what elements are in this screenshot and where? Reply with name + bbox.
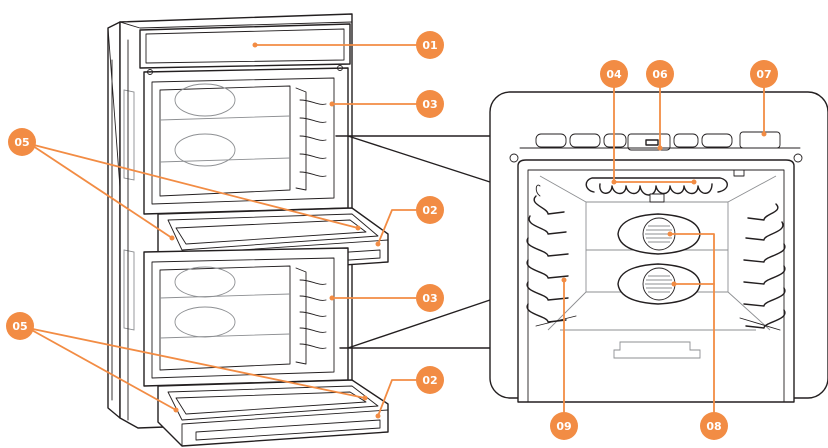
callout-04: 04 bbox=[600, 60, 628, 88]
callout-08-label: 08 bbox=[706, 420, 721, 433]
callout-09: 09 bbox=[550, 412, 578, 440]
callout-04-label: 04 bbox=[606, 68, 622, 81]
callout-06: 06 bbox=[646, 60, 674, 88]
callout-03-lower-label: 03 bbox=[422, 292, 437, 305]
leader-lines bbox=[27, 42, 767, 419]
callout-05-upper: 05 bbox=[8, 128, 36, 156]
upper-oven-cavity bbox=[143, 65, 349, 215]
callout-03-lower: 03 bbox=[416, 284, 444, 312]
callout-07-label: 07 bbox=[756, 68, 771, 81]
double-wall-oven bbox=[107, 13, 389, 447]
callout-05-lower: 05 bbox=[6, 312, 34, 340]
lower-oven-cavity bbox=[143, 247, 349, 387]
callout-02-upper: 02 bbox=[416, 196, 444, 224]
callout-05-lower-label: 05 bbox=[12, 320, 27, 333]
control-panel bbox=[139, 23, 351, 69]
detail-control-strip bbox=[509, 131, 803, 163]
zoom-connector bbox=[335, 135, 491, 349]
rack-ladder-right bbox=[733, 169, 786, 331]
lower-oven-door bbox=[157, 379, 389, 447]
callout-03-upper: 03 bbox=[416, 90, 444, 118]
callout-01-label: 01 bbox=[422, 39, 437, 52]
callout-07: 07 bbox=[750, 60, 778, 88]
callout-08: 08 bbox=[700, 412, 728, 440]
rack-ladder-left bbox=[526, 184, 577, 327]
convection-fan-upper bbox=[617, 213, 701, 255]
callout-02-lower-label: 02 bbox=[422, 374, 437, 387]
oven-cavity-detail bbox=[489, 91, 828, 403]
callout-05-upper-label: 05 bbox=[14, 136, 29, 149]
callout-01: 01 bbox=[416, 31, 444, 59]
callout-03-upper-label: 03 bbox=[422, 98, 437, 111]
callout-02-lower: 02 bbox=[416, 366, 444, 394]
callout-06-label: 06 bbox=[652, 68, 668, 81]
callout-02-upper-label: 02 bbox=[422, 204, 437, 217]
convection-fan-lower bbox=[617, 263, 701, 305]
callout-09-label: 09 bbox=[556, 420, 571, 433]
